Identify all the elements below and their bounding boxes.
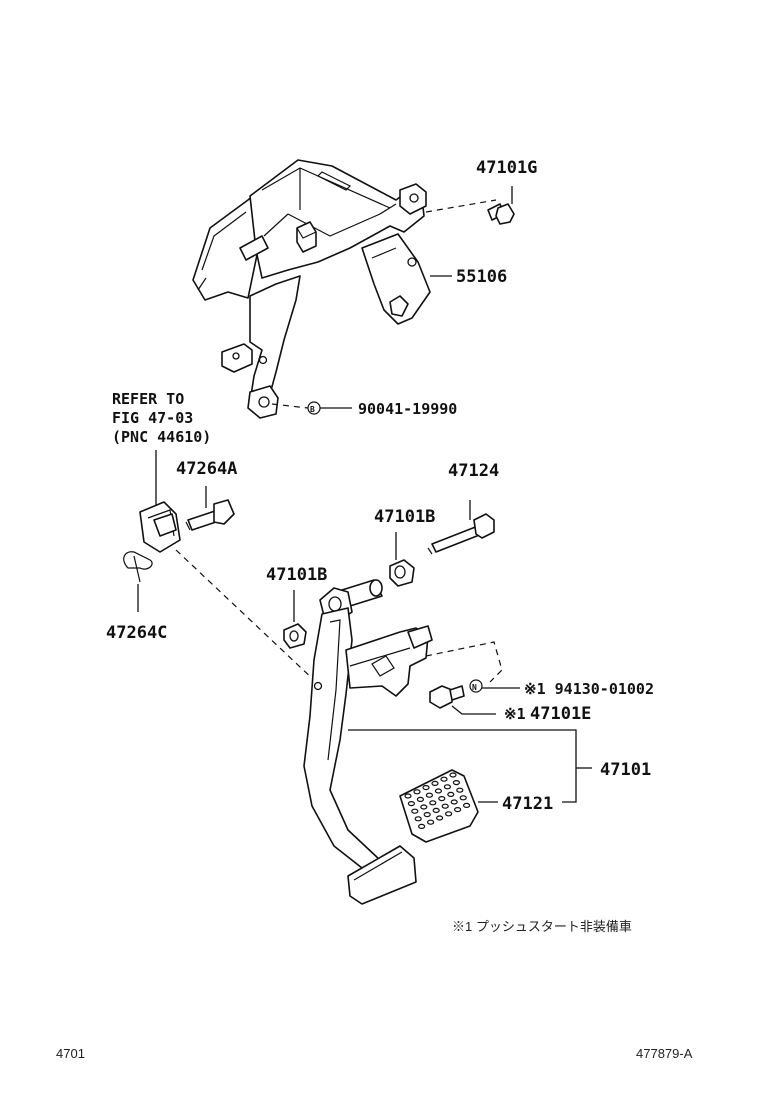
pad-cover-47121 — [399, 769, 498, 843]
symbol-b: B — [310, 405, 315, 414]
pad-grip-dot — [407, 800, 415, 807]
clip-90041 — [271, 401, 352, 415]
label-47101: 47101 — [600, 760, 651, 780]
label-55106: 55106 — [456, 267, 507, 287]
pad-grip-dot — [432, 807, 440, 814]
bushing-47101b-upper — [389, 532, 415, 587]
pad-grip-dot — [456, 787, 464, 793]
label-refer-line2: FIG 47-03 — [112, 409, 193, 427]
label-refer-line3: (PNC 44610) — [112, 428, 211, 446]
pin-47264a — [185, 486, 235, 531]
footer-left: 4701 — [56, 1046, 85, 1061]
pad-grip-dot — [463, 802, 471, 809]
pad-grip-dot — [431, 780, 439, 787]
pad-grip-dot — [429, 800, 437, 806]
label-47264a: 47264A — [176, 459, 237, 479]
pad-grip-dot — [449, 772, 457, 778]
label-47101b-lower: 47101B — [266, 565, 327, 585]
pad-grip-dot — [441, 803, 449, 809]
pad-grip-dot — [443, 784, 451, 790]
stop-switch — [139, 501, 181, 553]
label-47124: 47124 — [448, 461, 499, 481]
bolt-47101e — [425, 641, 520, 715]
clip-47264c — [123, 551, 153, 612]
pad-grip-dot — [404, 793, 412, 799]
pad-grip-dot — [423, 811, 431, 818]
footer-right: 477879-A — [636, 1046, 693, 1061]
pedal-bracket — [192, 159, 431, 419]
pad-grip-dot — [459, 795, 467, 801]
pad-grip-dot — [420, 804, 428, 810]
pad-grip-dot — [422, 784, 430, 791]
pad-grip-dot — [413, 789, 421, 795]
note-push-start: ※1 プッシュスタート非装備車 — [452, 919, 632, 934]
pad-grip-dot — [414, 816, 422, 822]
pad-grip-dot — [416, 796, 424, 803]
pad-grip-dot — [450, 799, 458, 805]
label-47121: 47121 — [502, 794, 553, 814]
pad-grip-dot — [452, 779, 460, 786]
symbol-n: N — [472, 683, 477, 692]
label-refer-line1: REFER TO — [112, 390, 184, 408]
pedal-arm — [303, 579, 433, 905]
pad-grip-dot — [425, 792, 433, 798]
pad-grip-dot — [454, 806, 462, 813]
bushing-47101b-lower — [283, 590, 307, 649]
leader-47101-assembly — [348, 729, 577, 803]
bolt-47101g — [425, 186, 515, 225]
pad-grip-dot — [436, 815, 444, 821]
pad-grip-dot — [447, 791, 455, 798]
pad-grip-dot — [440, 776, 448, 782]
pad-grip-dot — [418, 823, 426, 830]
pad-grip-dot — [445, 811, 453, 817]
label-47101g: 47101G — [476, 158, 537, 178]
pad-grip-dot — [411, 808, 419, 814]
label-47101e: 47101E — [530, 704, 591, 724]
pad-grip-dot — [434, 788, 442, 794]
label-90041: 90041-19990 — [358, 400, 457, 418]
pad-grip-dot — [427, 819, 435, 825]
label-94130: ※1 94130-01002 — [524, 680, 654, 698]
label-47101e-mark: ※1 — [504, 705, 526, 723]
bolt-47124 — [427, 500, 495, 555]
label-47264c: 47264C — [106, 623, 167, 643]
label-47101b-upper: 47101B — [374, 507, 435, 527]
pad-grip-dot — [438, 795, 446, 802]
